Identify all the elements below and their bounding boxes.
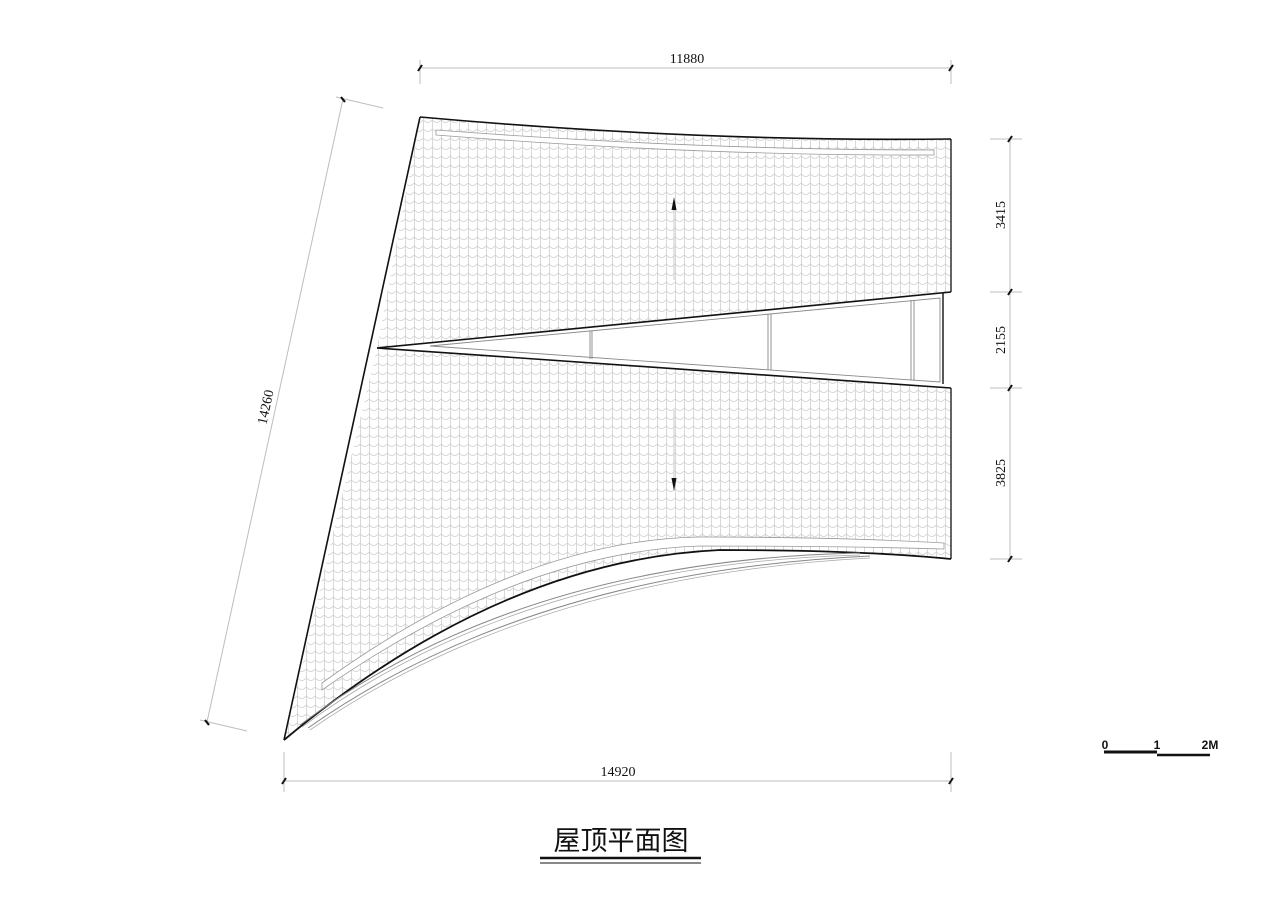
dimension-bottom: 14920 — [281, 752, 954, 792]
title-text: 屋顶平面图 — [554, 826, 689, 857]
dimension-right-middle-label: 2155 — [994, 326, 1009, 354]
scale-label-1: 1 — [1154, 738, 1161, 752]
dimension-right-lower-label: 3825 — [994, 459, 1009, 487]
scale-bar: 0 1 2M — [1102, 738, 1219, 757]
dimension-right-upper-label: 3415 — [994, 201, 1009, 229]
lower-roof-panel — [283, 348, 952, 741]
scale-label-2m: 2M — [1202, 738, 1219, 752]
slope-arrow-up-icon — [671, 197, 677, 280]
dimension-left-diagonal: 14260 — [199, 96, 384, 732]
scale-label-0: 0 — [1102, 738, 1109, 752]
slope-arrow-down-icon — [671, 410, 677, 491]
skylight-opening — [376, 291, 952, 389]
dimension-bottom-label: 14920 — [601, 765, 636, 780]
dimension-top: 11880 — [417, 52, 954, 84]
dimension-left-label: 14260 — [256, 389, 278, 426]
drawing-title: 屋顶平面图 — [540, 826, 701, 864]
dimension-right: 3415 2155 3825 — [990, 135, 1022, 563]
left-edge — [283, 116, 421, 741]
upper-roof-panel — [377, 116, 952, 348]
dimension-top-label: 11880 — [670, 52, 704, 67]
